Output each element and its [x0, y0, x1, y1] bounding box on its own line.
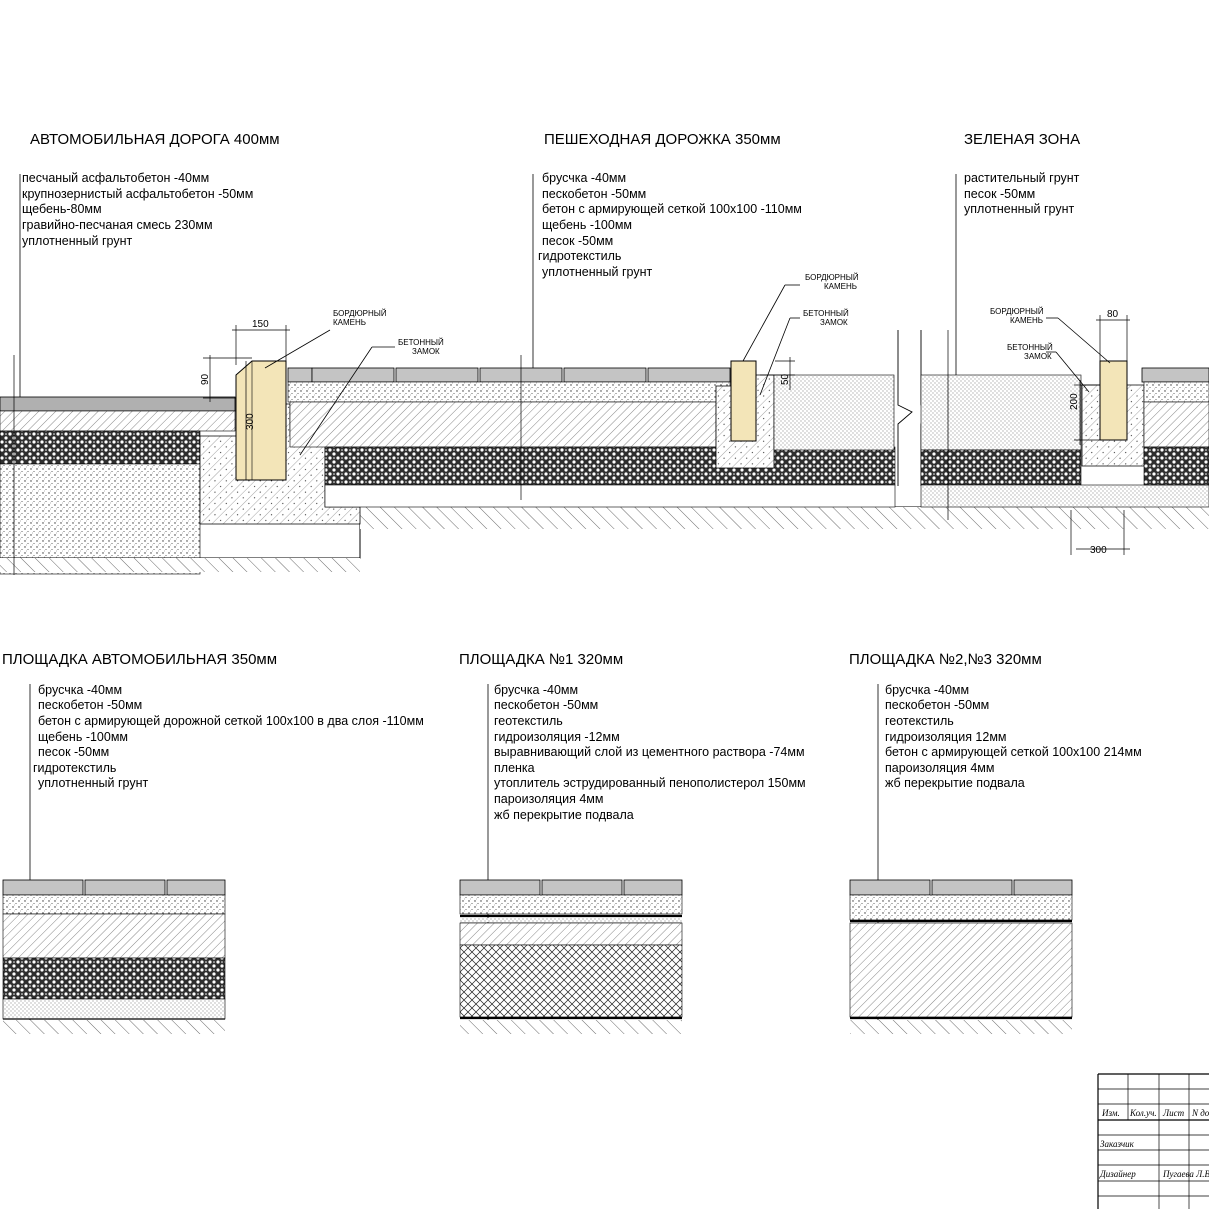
- pad23-layer: геотекстиль: [885, 714, 954, 728]
- road-title: АВТОМОБИЛЬНАЯ ДОРОГА 400мм: [30, 131, 280, 148]
- green-layer: растительный грунт: [964, 171, 1080, 185]
- dim-200: 200: [1069, 393, 1080, 410]
- pad1-layer: жб перекрытие подвала: [494, 808, 634, 822]
- pad1-layer: гидроизоляция -12мм: [494, 730, 620, 744]
- pad23-title: ПЛОЩАДКА №2,№3 320мм: [849, 651, 1042, 668]
- road-layer: щебень-80мм: [22, 202, 102, 216]
- dim-300-horizontal: 300: [1090, 545, 1107, 556]
- auto-pad-layer: брусчка -40мм: [38, 683, 122, 697]
- walk-layer: бетон с армирующей сеткой 100х100 -110мм: [542, 202, 802, 216]
- walk-title: ПЕШЕХОДНАЯ ДОРОЖКА 350мм: [544, 131, 781, 148]
- pad1-layer: пароизоляция 4мм: [494, 792, 603, 806]
- auto-pad-layer-list: брусчка -40мм пескобетон -50мм бетон с а…: [29, 683, 424, 1020]
- stamp-zakazchik: Заказчик: [1100, 1139, 1135, 1149]
- green-title: ЗЕЛЕНАЯ ЗОНА: [964, 131, 1080, 148]
- green-layer-list: растительный грунт песок -50мм уплотненн…: [955, 171, 1080, 520]
- walk-layer: уплотненный грунт: [542, 265, 652, 279]
- road-layer: песчаный асфальтобетон -40мм: [22, 171, 209, 185]
- pad1-layer: геотекстиль: [494, 714, 563, 728]
- auto-pad-title: ПЛОЩАДКА АВТОМОБИЛЬНАЯ 350мм: [2, 651, 277, 668]
- dim-50: 50: [780, 373, 791, 385]
- pad23-layer: жб перекрытие подвала: [885, 776, 1025, 790]
- stamp-koluch: Кол.уч.: [1129, 1108, 1157, 1118]
- dim-90: 90: [200, 373, 211, 385]
- callout-leaders: [264, 284, 1111, 456]
- stamp-izm: Изм.: [1101, 1108, 1120, 1118]
- pad1-layer: пескобетон -50мм: [494, 698, 598, 712]
- auto-pad-layer: бетон с армирующей дорожной сеткой 100х1…: [38, 714, 424, 728]
- stamp-ndok: N док.: [1191, 1108, 1209, 1118]
- pad23-layer: бетон с армирующей сеткой 100х100 214мм: [885, 745, 1142, 759]
- green-layer: песок -50мм: [964, 187, 1035, 201]
- pad1-title: ПЛОЩАДКА №1 320мм: [459, 651, 623, 668]
- auto-pad-layer: пескобетон -50мм: [38, 698, 142, 712]
- pad1-layer: выравнивающий слой из цементного раствор…: [494, 745, 805, 759]
- walk-layer: гидротекстиль: [538, 249, 621, 263]
- dimension-lines: [203, 315, 1130, 480]
- walk-layer-list: брусчка -40мм пескобетон -50мм бетон с а…: [532, 171, 802, 500]
- dim-150: 150: [252, 319, 269, 330]
- pad1-layer-list: брусчка -40мм пескобетон -50мм геотексти…: [487, 683, 806, 1020]
- auto-pad-layer: щебень -100мм: [38, 730, 128, 744]
- pad23-layer: пескобетон -50мм: [885, 698, 989, 712]
- auto-pad-section: [2, 879, 226, 1034]
- walk-layer: щебень -100мм: [542, 218, 632, 232]
- pad23-layer: брусчка -40мм: [885, 683, 969, 697]
- walk-layer: брусчка -40мм: [542, 171, 626, 185]
- walk-pavers: [287, 367, 731, 383]
- pad23-section: [849, 879, 1073, 1034]
- title-block: [1097, 1073, 1209, 1209]
- pad1-layer: утоплитель эструдированный пенополистеро…: [494, 776, 806, 790]
- pad23-layer: пароизоляция 4мм: [885, 761, 994, 775]
- walk-layer: песок -50мм: [542, 234, 613, 248]
- auto-pad-layer: песок -50мм: [38, 745, 109, 759]
- road-layer: уплотненный грунт: [22, 234, 132, 248]
- green-layer: уплотненный грунт: [964, 202, 1074, 216]
- pad23-layer-list: брусчка -40мм пескобетон -50мм геотексти…: [877, 683, 1142, 1020]
- dim-300-vertical: 300: [245, 413, 256, 430]
- road-layer: крупнозернистый асфальтобетон -50мм: [22, 187, 253, 201]
- pad1-layer: пленка: [494, 761, 535, 775]
- dim-80: 80: [1107, 309, 1119, 320]
- pad23-layer: гидроизоляция 12мм: [885, 730, 1007, 744]
- walk-layer: пескобетон -50мм: [542, 187, 646, 201]
- auto-pad-layer: уплотненный грунт: [38, 776, 148, 790]
- road-layer: гравийно-песчаная смесь 230мм: [22, 218, 213, 232]
- stamp-designer: Дизайнер: [1099, 1169, 1136, 1179]
- stamp-list: Лист: [1162, 1108, 1185, 1118]
- pad1-section: [459, 879, 683, 1034]
- road-cross-section: [0, 330, 1209, 575]
- road-layer-list: песчаный асфальтобетон -40мм крупнозерни…: [19, 171, 253, 400]
- stamp-name: Пугаева Л.В.: [1162, 1169, 1209, 1179]
- pad1-layer: брусчка -40мм: [494, 683, 578, 697]
- auto-pad-layer: гидротекстиль: [33, 761, 116, 775]
